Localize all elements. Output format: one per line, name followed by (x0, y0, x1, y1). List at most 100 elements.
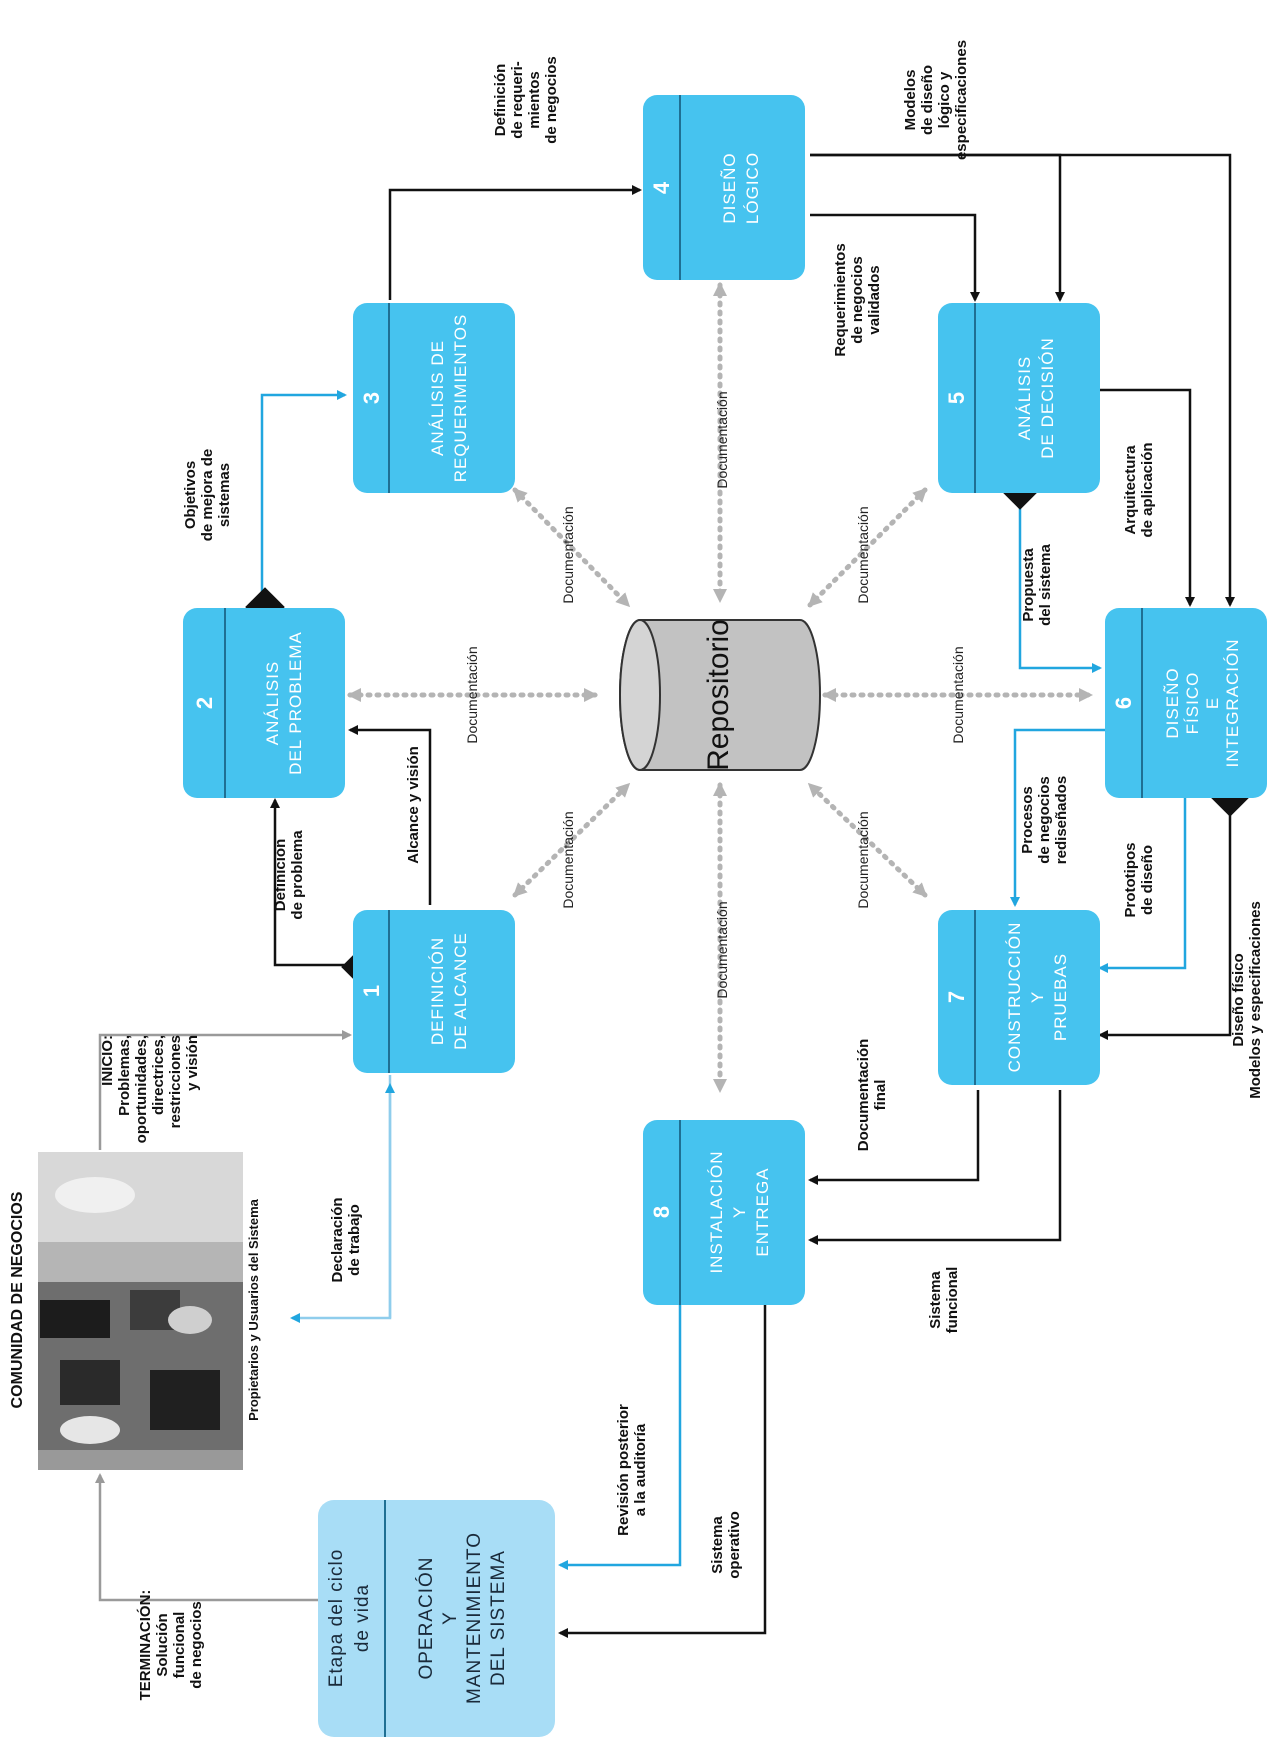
phase-number: 3 (359, 392, 384, 404)
operation-title: MANTENIMIENTO (464, 1532, 485, 1704)
label-line: de problema (289, 830, 306, 920)
phase-title: E (1203, 697, 1222, 709)
label-line: de negocios (1036, 776, 1053, 864)
doc-label: Documentación (714, 901, 730, 998)
label-line: directrices, (150, 1035, 167, 1115)
label-line: Modelos (902, 70, 919, 131)
label-line: Sistema (927, 1271, 944, 1329)
label-line: de negocios (543, 56, 560, 144)
flow-labels: INICIO:Problemas,oportunidades,directric… (99, 40, 1264, 1700)
phase-7-box: 7 CONSTRUCCIÓN Y PRUEBAS (938, 910, 1100, 1085)
label-line: restricciones (167, 1035, 184, 1128)
label-line: Propuesta (1020, 548, 1037, 622)
operation-title: OPERACIÓN (415, 1556, 437, 1679)
label-line: validados (866, 265, 883, 334)
business-community: COMUNIDAD DE NEGOCIOS Propietarios y Usu… (9, 1152, 261, 1470)
phase-number: 6 (1111, 697, 1136, 709)
label-line: Prototipos (1122, 843, 1139, 918)
label-alcance: Alcance y visión (405, 746, 422, 864)
phase-title: DISEÑO (720, 152, 739, 223)
label-line: Diseño físico (1230, 953, 1247, 1046)
label-line: de diseño (919, 65, 936, 135)
label-line: Definición (272, 839, 289, 912)
label-line: oportunidades, (133, 1035, 150, 1143)
phase-title: REQUERIMIENTOS (451, 314, 470, 483)
phase-4-box: 4 DISEÑO LÓGICO (643, 95, 805, 280)
documentation-labels: Documentación Documentación Documentació… (464, 391, 966, 998)
label-line: especificaciones (953, 40, 970, 160)
phase-title: INTEGRACIÓN (1223, 638, 1242, 767)
label-line: Documentación (855, 1039, 872, 1152)
doc-label: Documentación (950, 646, 966, 743)
doc-arrow-phase5 (807, 487, 928, 608)
phase-title: INSTALACIÓN (707, 1150, 726, 1273)
phase-title: ENTREGA (753, 1167, 772, 1256)
phase-8-box: 8 INSTALACIÓN Y ENTREGA (643, 1120, 805, 1305)
label-line: y visión (184, 1035, 201, 1091)
doc-arrow-phase1 (512, 782, 631, 898)
phase-3-box: 3 ANÁLISIS DE REQUERIMIENTOS (353, 303, 515, 493)
phase-number: 7 (944, 991, 969, 1003)
phase-5-box: 5 ANÁLISIS DE DECISIÓN (938, 303, 1100, 493)
phase-title: DE DECISIÓN (1038, 337, 1057, 459)
label-line: operativo (726, 1511, 743, 1579)
flow-arrows (95, 153, 1235, 1638)
label-line: Solución (154, 1613, 171, 1676)
label-line: a la auditoría (632, 1423, 649, 1516)
operation-box: Etapa del ciclo de vida OPERACIÓN Y MANT… (318, 1500, 555, 1737)
label-line: del sistema (1037, 543, 1054, 625)
phase-title: DE ALCANCE (451, 932, 470, 1050)
label-line: de negocios (849, 256, 866, 344)
label-line: funcional (944, 1267, 961, 1334)
label-line: Alcance y visión (405, 746, 422, 864)
doc-label: Documentación (714, 391, 730, 488)
phase-number: 5 (944, 392, 969, 404)
phase-number: 8 (649, 1206, 674, 1218)
label-line: mientos (526, 71, 543, 129)
label-line: de mejora de (199, 449, 216, 542)
stage-label: de vida (352, 1584, 373, 1652)
phase-title: Y (730, 1206, 749, 1218)
stage-label: Etapa del ciclo (326, 1549, 347, 1688)
doc-label: Documentación (464, 646, 480, 743)
label-line: Objetivos (182, 461, 199, 529)
label-line: Revisión posterior (615, 1404, 632, 1536)
label-line: INICIO: (99, 1035, 116, 1086)
phase-title: DEL PROBLEMA (286, 631, 305, 775)
label-line: final (872, 1080, 889, 1111)
label-line: Definición (492, 64, 509, 137)
phase-number: 1 (359, 985, 384, 997)
label-line: Modelos y especificaciones (1247, 901, 1264, 1099)
phase-2-box: 2 ANÁLISIS DEL PROBLEMA (183, 608, 345, 798)
doc-arrow-phase7 (807, 782, 928, 898)
label-line: Requerimientos (832, 243, 849, 356)
doc-arrow-phase3 (512, 487, 631, 608)
label-line: Problemas, (116, 1035, 133, 1116)
label-line: de trabajo (346, 1204, 363, 1276)
phase-number: 4 (649, 181, 674, 194)
label-line: de negocios (188, 1601, 205, 1689)
label-line: de requeri- (509, 61, 526, 139)
community-title: COMUNIDAD DE NEGOCIOS (9, 1191, 26, 1408)
doc-label: Documentación (560, 811, 576, 908)
phase-title: DEFINICIÓN (428, 937, 447, 1045)
repository-cylinder: Repositorio (619, 619, 821, 771)
phase-title: Y (1028, 991, 1047, 1003)
community-photo (38, 1152, 243, 1470)
label-line: lógico y (936, 71, 953, 128)
